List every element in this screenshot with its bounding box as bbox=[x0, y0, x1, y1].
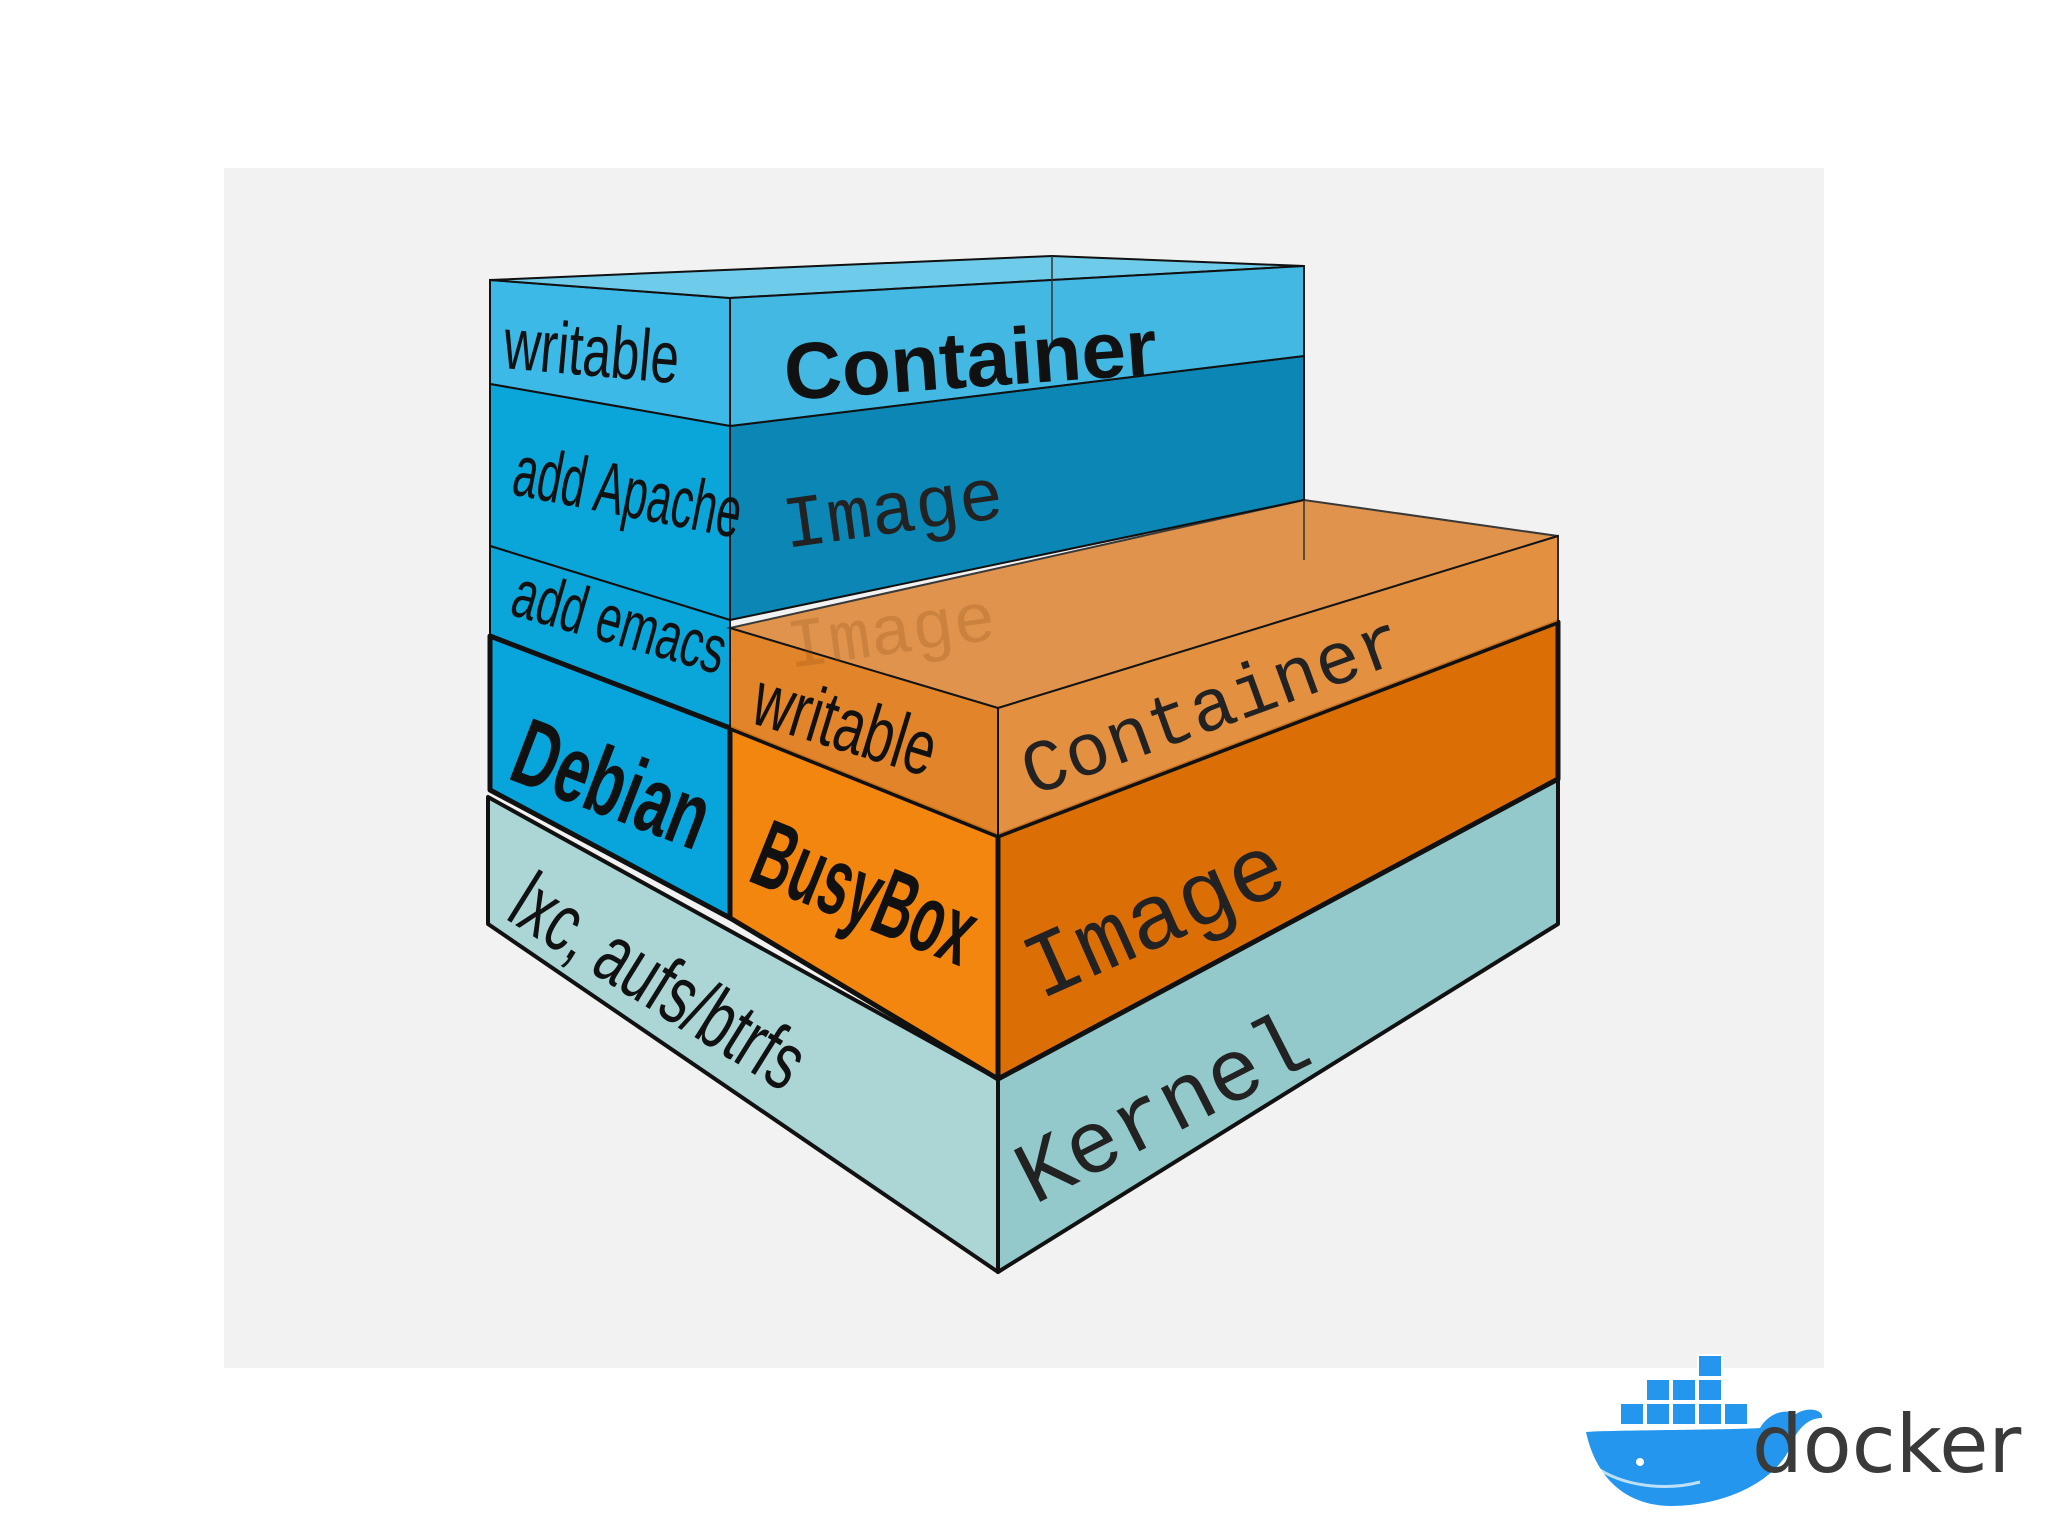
docker-logo: docker bbox=[1586, 1354, 2021, 1506]
busybox-image-stack: Image writable Container BusyBox Image bbox=[726, 498, 1561, 1082]
debian-image-stack: writable Container add Apache Image add … bbox=[487, 254, 1305, 921]
writable-label-blue: writable bbox=[500, 303, 683, 399]
docker-wordmark: docker bbox=[1752, 1398, 2021, 1491]
writable-container-front-face-orange bbox=[997, 534, 1559, 838]
whale-icon bbox=[1586, 1354, 1823, 1506]
writable-container-front-face bbox=[729, 264, 1305, 428]
kernel-layer: lxc, aufs/btrfs Kernel bbox=[486, 777, 1560, 1274]
